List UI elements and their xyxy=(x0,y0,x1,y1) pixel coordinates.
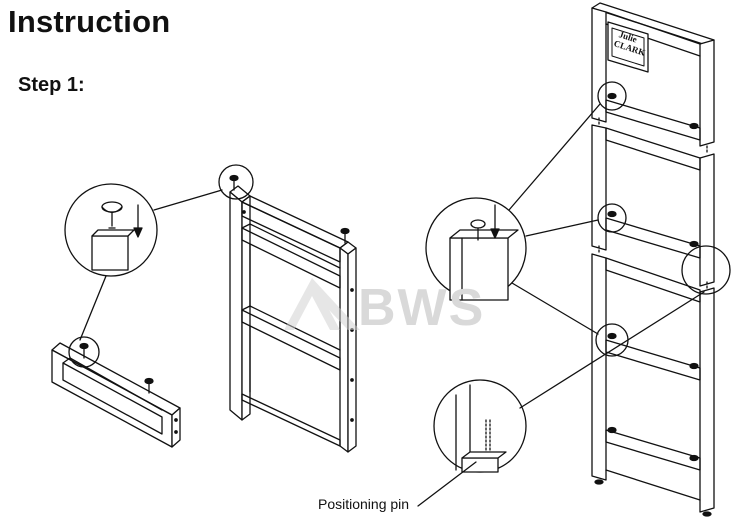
side-frame-pin-callout xyxy=(218,164,254,200)
positioning-pin-label: Positioning pin xyxy=(318,496,410,512)
stand-callout-4 xyxy=(681,245,731,295)
stand-callout-1 xyxy=(597,81,627,111)
callout-leader-left-1 xyxy=(79,275,107,341)
step-heading: Step 1: xyxy=(18,74,85,96)
watermark: BWS xyxy=(282,272,562,342)
display-stand xyxy=(591,2,715,517)
brand-logo: Julie CLARK xyxy=(613,29,647,57)
stand-callout-2 xyxy=(597,203,627,233)
pin-detail-callout xyxy=(64,183,158,277)
positioning-pin-callout xyxy=(433,379,527,473)
stand-pin-detail-callout xyxy=(425,197,527,301)
callout-leader-left-2 xyxy=(153,189,223,211)
page-title: Instruction xyxy=(8,4,171,39)
base-pin-callout xyxy=(68,336,100,368)
positioning-pin-leader xyxy=(417,461,477,507)
watermark-logo-icon xyxy=(284,278,360,330)
watermark-text: BWS xyxy=(358,279,486,337)
